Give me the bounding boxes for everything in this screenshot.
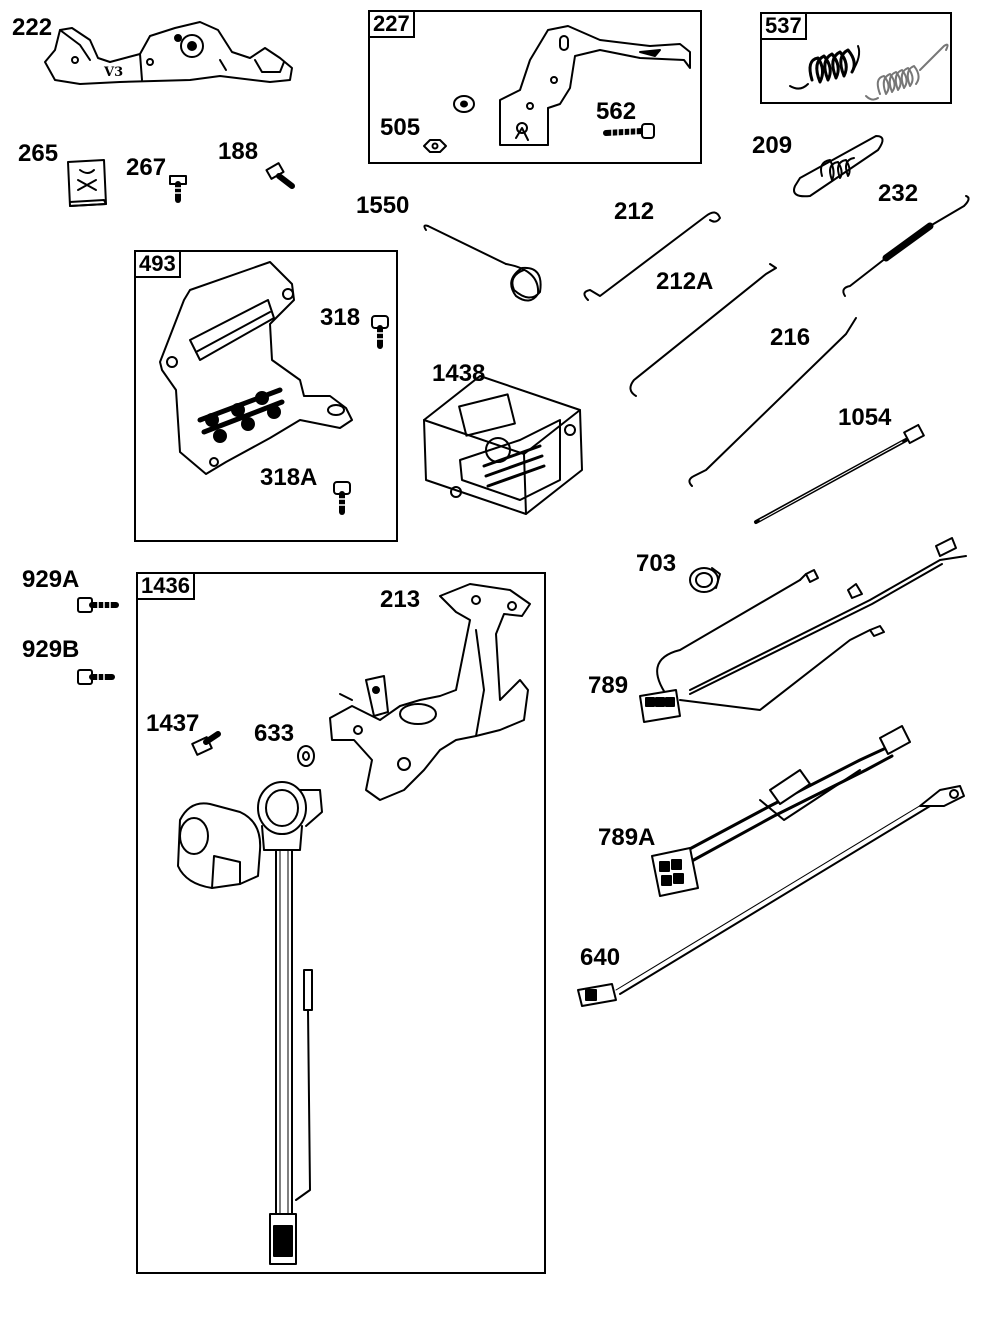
- part-label-318: 318: [320, 304, 361, 331]
- bolt-929A-icon: [77, 597, 119, 613]
- part-label-222: 222: [12, 14, 53, 41]
- spring-rod-232-icon: [842, 195, 970, 297]
- part-label-216: 216: [770, 324, 811, 351]
- washer-icon: [453, 95, 475, 113]
- part-label-209: 209: [752, 132, 793, 159]
- part-label-212A: 212A: [656, 268, 714, 295]
- kit-1436-frame: [136, 572, 546, 1274]
- rod-212A-icon: [629, 263, 777, 397]
- kit-227-frame: [368, 10, 702, 164]
- spring-537-dark-icon: [789, 45, 861, 90]
- kit-493-label: 493: [134, 250, 181, 278]
- part-label-789: 789: [588, 672, 629, 699]
- screw-1437-icon: [191, 731, 221, 756]
- spring-537-light-icon: [865, 43, 949, 101]
- bracket-213-icon: [329, 583, 531, 801]
- module-1438-icon: [423, 375, 583, 515]
- part-label-929A: 929A: [22, 566, 80, 593]
- bolt-929B-icon: [77, 669, 115, 685]
- kit-493-frame: [134, 250, 398, 542]
- harness-789A-icon: [651, 725, 911, 897]
- spring-209-icon: [793, 135, 884, 198]
- part-label-562: 562: [596, 98, 637, 125]
- part-label-188: 188: [218, 138, 259, 165]
- part-label-1438: 1438: [432, 360, 486, 387]
- stamp-v3: V3: [104, 65, 124, 80]
- cable-tie-1054-icon: [754, 423, 925, 524]
- clip-265-icon: [67, 159, 107, 207]
- solenoid-1436-icon: [257, 781, 323, 1265]
- part-label-232: 232: [878, 180, 919, 207]
- kit-227-label: 227: [368, 10, 415, 38]
- part-label-505: 505: [380, 114, 421, 141]
- screw-318A-icon: [333, 481, 351, 515]
- kit-537-label: 537: [760, 12, 807, 40]
- part-label-318A: 318A: [260, 464, 318, 491]
- rod-212-icon: [583, 211, 721, 301]
- washer-633-icon: [297, 745, 315, 767]
- screw-188-icon: [265, 162, 295, 189]
- part-label-1054: 1054: [838, 404, 892, 431]
- part-label-213: 213: [380, 586, 421, 613]
- part-label-789A: 789A: [598, 824, 656, 851]
- screw-562-icon: [603, 123, 655, 139]
- part-label-212: 212: [614, 198, 655, 225]
- kit-227-bracket-icon: [499, 25, 691, 146]
- kit-537-frame: [760, 12, 952, 104]
- part-label-267: 267: [126, 154, 167, 181]
- screw-267-icon: [169, 175, 187, 203]
- rod-216-icon: [688, 317, 857, 487]
- part-label-929B: 929B: [22, 636, 80, 663]
- torsion-spring-1550-icon: [423, 224, 542, 302]
- part-label-1437: 1437: [146, 710, 200, 737]
- clip-703-icon: [689, 567, 721, 593]
- nut-icon: [423, 139, 447, 153]
- kit-493-bracket-icon: [159, 261, 353, 475]
- part-label-703: 703: [636, 550, 677, 577]
- solenoid-cover-icon: [177, 802, 262, 889]
- harness-789-icon: [639, 537, 967, 723]
- part-label-1550: 1550: [356, 192, 410, 219]
- part-label-640: 640: [580, 944, 621, 971]
- wire-640-icon: [577, 785, 965, 1007]
- kit-1436-label: 1436: [136, 572, 195, 600]
- part-label-265: 265: [18, 140, 59, 167]
- part-label-633: 633: [254, 720, 295, 747]
- control-bracket-222-icon: [44, 21, 293, 85]
- screw-318-icon: [371, 315, 389, 349]
